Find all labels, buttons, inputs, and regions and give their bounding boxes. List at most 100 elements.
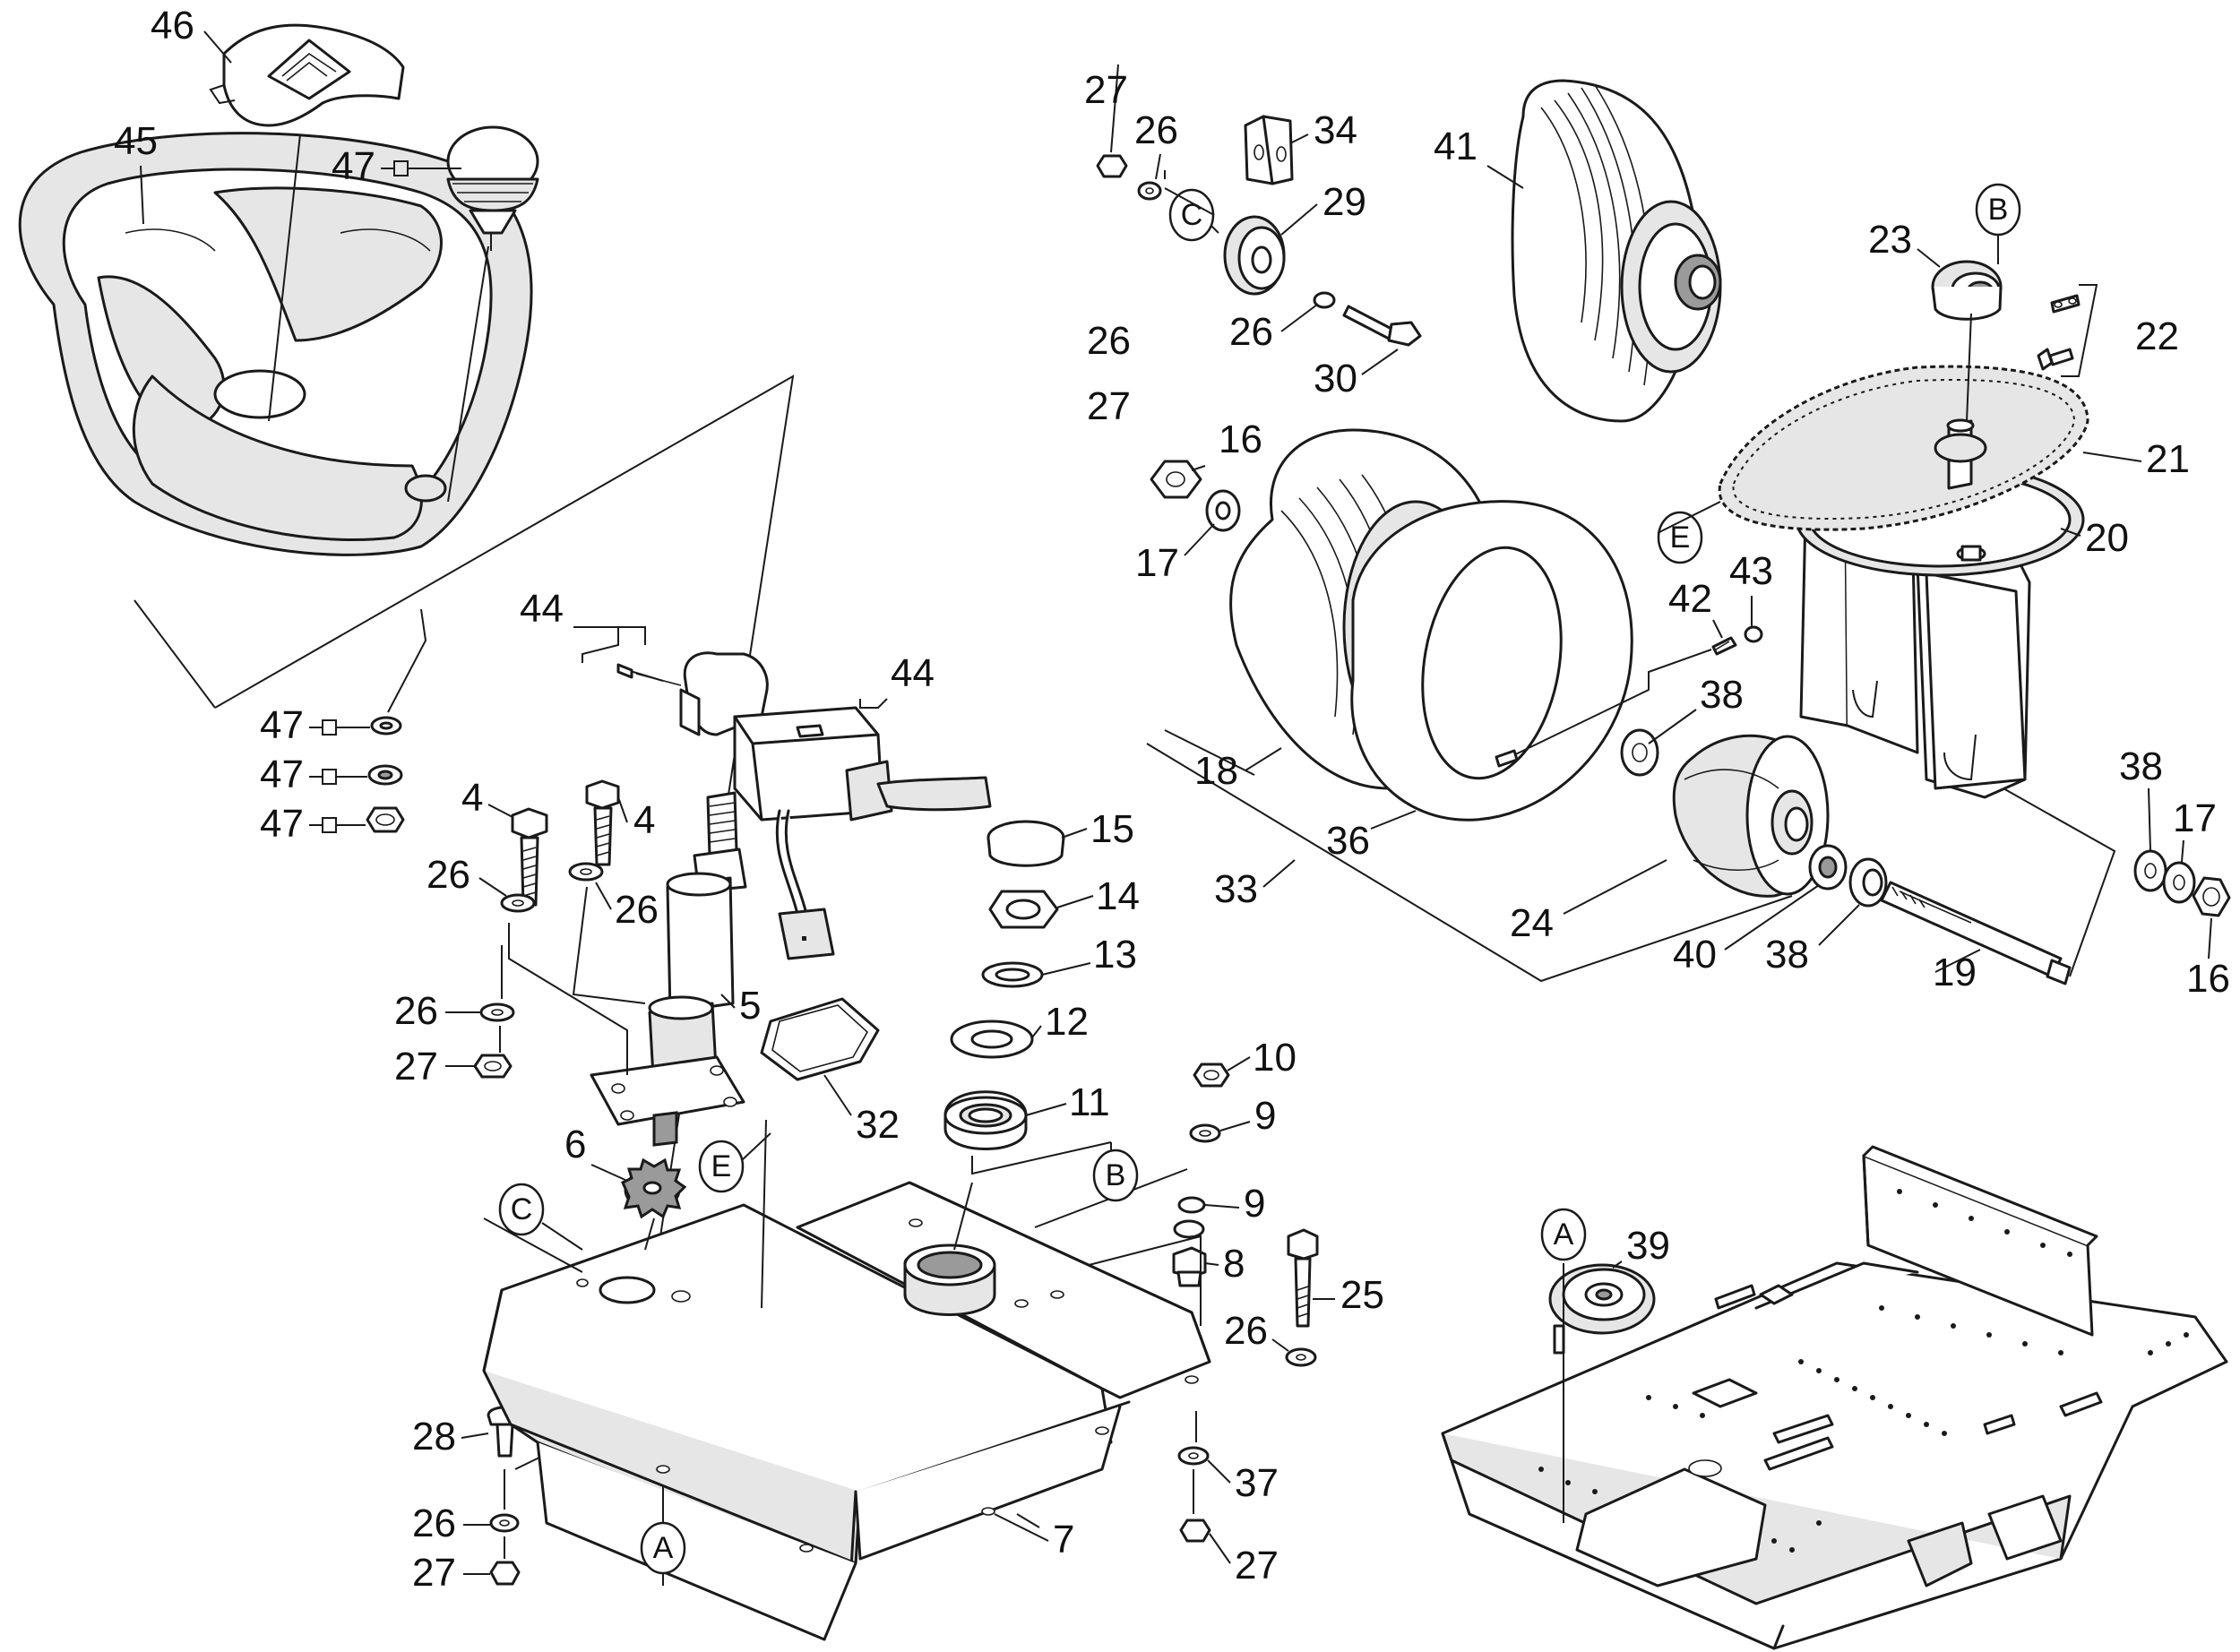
ref-E-left: E [698, 1140, 745, 1193]
callout-33: 33 [1214, 867, 1258, 911]
rim-24 [1620, 728, 1830, 898]
svg-text:C: C [511, 1192, 533, 1226]
callout-26g: 26 [1229, 310, 1273, 354]
callout-23: 23 [1868, 218, 1912, 262]
callout-6: 6 [564, 1123, 586, 1166]
svg-text:B: B [1106, 1158, 1126, 1192]
ref-E-right: E [1657, 511, 1703, 564]
callout-26b: 26 [615, 888, 659, 932]
washer-47b [367, 764, 403, 786]
callout-28: 28 [412, 1415, 456, 1458]
callout-41: 41 [1434, 125, 1478, 168]
tire-36 [1350, 500, 1633, 822]
chassis-holes [1538, 1189, 2189, 1553]
callout-27d: 27 [1084, 68, 1128, 112]
callout-26c: 26 [394, 989, 438, 1033]
washer-26g [1313, 291, 1336, 309]
bearing-40 [1808, 844, 1848, 891]
callout-4a: 4 [461, 776, 483, 820]
callout-9a: 9 [1254, 1094, 1276, 1138]
callout-7: 7 [1053, 1518, 1074, 1562]
callout-39: 39 [1626, 1224, 1670, 1268]
nut-27b [1179, 1519, 1211, 1543]
callout-34: 34 [1314, 108, 1357, 152]
washer-26f [1137, 181, 1162, 201]
callout-26f: 26 [1134, 108, 1178, 152]
ref-A-chassis: A [1540, 1208, 1587, 1261]
steering-cap [209, 23, 405, 127]
washer-9c [1173, 1219, 1205, 1239]
washer-26d [1285, 1347, 1317, 1367]
steering-wheel [18, 132, 533, 556]
bolt-25 [1287, 1228, 1319, 1328]
bolt-4b [585, 779, 620, 866]
steering-column-5 [590, 791, 747, 1147]
callout-22: 22 [2135, 314, 2179, 358]
washer-17b [2162, 861, 2196, 904]
svg-text:E: E [711, 1149, 732, 1183]
screw-8 [1172, 1246, 1207, 1287]
plug-15 [986, 820, 1065, 867]
callout-40: 40 [1673, 933, 1717, 977]
bearing-11 [943, 1090, 1028, 1150]
callout-14: 14 [1096, 874, 1140, 918]
nut-16b [2192, 876, 2231, 917]
callout-20: 20 [2085, 516, 2129, 560]
reference-markers: B B C C E E A A [498, 183, 2021, 1575]
washer-37 [1177, 1446, 1210, 1466]
nut-16a [1150, 460, 1202, 499]
callout-13: 13 [1093, 933, 1137, 977]
nut-14 [988, 890, 1059, 929]
callout-27a: 27 [394, 1045, 438, 1088]
wheel-41 [1511, 79, 1722, 423]
washer-47 [370, 716, 402, 736]
callout-42: 42 [1668, 577, 1712, 621]
callout-17a: 17 [1135, 541, 1179, 585]
ref-A-bottom: A [640, 1521, 686, 1575]
callout-16a: 16 [1219, 417, 1262, 461]
svg-text:E: E [1670, 521, 1691, 555]
callout-27e: 27 [1087, 384, 1131, 428]
bracket-34 [1244, 115, 1294, 185]
washer-9a [1189, 1123, 1221, 1143]
clamp-44 [616, 651, 769, 736]
callout-11: 11 [1069, 1080, 1110, 1124]
callout-17b: 17 [2173, 796, 2217, 840]
callout-24: 24 [1510, 901, 1554, 945]
callout-47c: 47 [260, 753, 304, 796]
callout-43: 43 [1729, 549, 1773, 593]
washer-26e [489, 1513, 520, 1533]
callout-15: 15 [1090, 807, 1134, 851]
washer-13 [981, 961, 1044, 988]
callout-26e: 26 [412, 1501, 456, 1545]
sprocket-6 [621, 1157, 687, 1219]
callout-45: 45 [114, 119, 158, 163]
bolt-4a [511, 807, 548, 907]
callout-47a: 47 [332, 144, 375, 188]
callout-38b: 38 [1765, 933, 1809, 977]
spacer-38b [1848, 857, 1888, 908]
chain-21 [1718, 365, 2089, 531]
callout-29: 29 [1322, 180, 1366, 224]
bearing-23 [1931, 260, 2003, 321]
svg-text:A: A [653, 1531, 674, 1565]
callout-26h: 26 [1087, 319, 1131, 363]
ref-C-bottom: C [498, 1183, 545, 1236]
gasket-32 [760, 997, 880, 1081]
callout-47b: 47 [260, 703, 304, 747]
callout-46: 46 [151, 4, 194, 47]
nut-27a [473, 1054, 513, 1079]
ref-B-top: B [1975, 183, 2021, 237]
chassis-frame [1441, 1145, 2228, 1650]
switch-44 [733, 706, 992, 960]
washer-12 [950, 1020, 1034, 1059]
washer-26c [479, 1002, 515, 1022]
svg-text:A: A [1554, 1217, 1574, 1252]
assembly-line [134, 599, 216, 709]
callout-27c: 27 [1235, 1544, 1279, 1587]
ref-C-top: C [1168, 188, 1215, 242]
callout-5: 5 [739, 984, 761, 1028]
callout-8: 8 [1223, 1242, 1245, 1286]
callout-21: 21 [2146, 437, 2190, 481]
nut-27c [489, 1561, 521, 1586]
